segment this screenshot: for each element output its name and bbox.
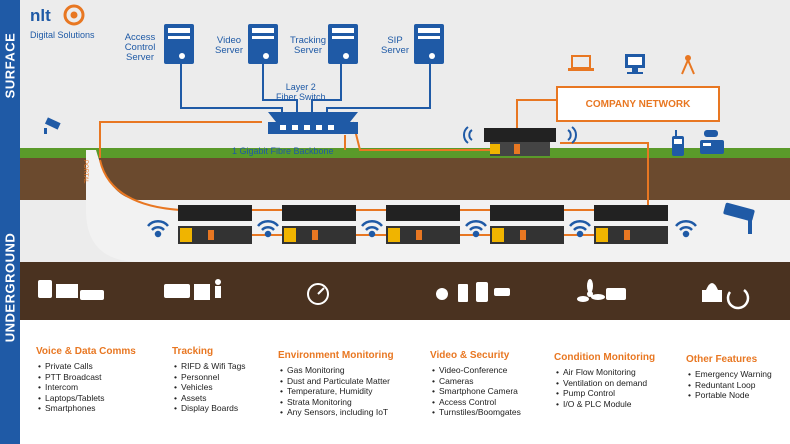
feature-item: Air Flow Monitoring — [556, 367, 655, 378]
feature-item: Dust and Particulate Matter — [280, 376, 394, 387]
video-security-icon — [436, 282, 510, 302]
feature-item: Strata Monitoring — [280, 397, 394, 408]
underground-node-3 — [386, 205, 460, 244]
access-control-server-icon — [164, 24, 194, 64]
brand-logo: nlt Digital Solutions — [30, 4, 95, 40]
feature-item: Access Control — [432, 397, 521, 408]
surface-node — [484, 128, 556, 156]
feature-item: Cameras — [432, 376, 521, 387]
feature-item: Private Calls — [38, 361, 136, 372]
fan-icon — [577, 279, 626, 302]
feature-video-security: Video & Security Video-Conference Camera… — [430, 350, 521, 418]
beacon-icon — [702, 283, 750, 310]
feature-list: Video-Conference Cameras Smartphone Came… — [430, 365, 521, 418]
feature-item: Turnstiles/Boomgates — [432, 407, 521, 418]
feature-item: Temperature, Humidity — [280, 386, 394, 397]
feature-voice-data-comms: Voice & Data Comms Private Calls PTT Bro… — [36, 346, 136, 414]
feature-item: Laptops/Tablets — [38, 393, 136, 404]
feature-list: Air Flow Monitoring Ventilation on deman… — [554, 367, 655, 409]
backbone-label: 1 Gigabit Fibre Backbone — [232, 146, 334, 156]
feature-title: Condition Monitoring — [554, 352, 656, 363]
feature-item: Gas Monitoring — [280, 365, 394, 376]
security-camera-icon — [44, 117, 61, 134]
feature-title: Other Features — [686, 354, 758, 365]
feature-item: Video-Conference — [432, 365, 521, 376]
feature-title: Environment Monitoring — [278, 350, 394, 361]
feature-item: RIFD & Wifi Tags — [174, 361, 245, 372]
fiber-switch-icon — [268, 112, 358, 134]
feature-title: Voice & Data Comms — [36, 346, 136, 357]
feature-item: I/O & PLC Module — [556, 399, 655, 410]
feature-item: Intercom — [38, 382, 136, 393]
tunnel-camera-icon — [723, 202, 755, 234]
wifi-icon — [361, 220, 383, 238]
feature-item: Assets — [174, 393, 246, 404]
surface-wifi-right-icon — [567, 126, 577, 144]
feature-environment-monitoring: Environment Monitoring Gas Monitoring Du… — [278, 350, 394, 418]
feature-item: Smartphone Camera — [432, 386, 521, 397]
underground-node-2 — [282, 205, 356, 244]
feature-tracking: Tracking RIFD & Wifi Tags Personnel Vehi… — [172, 346, 246, 414]
feature-item: Portable Node — [688, 390, 772, 401]
feature-other-features: Other Features Emergency Warning Redunta… — [686, 354, 772, 401]
gauge-icon — [307, 283, 329, 305]
underground-node-1 — [178, 205, 252, 244]
underground-section-bar: UNDERGROUND — [0, 130, 20, 444]
brand-name: nlt — [30, 6, 51, 25]
feature-title: Tracking — [172, 346, 214, 357]
feature-list: Emergency Warning Reduntant Loop Portabl… — [686, 369, 772, 401]
wifi-icon — [465, 220, 487, 238]
surface-wifi-left-icon — [463, 126, 473, 144]
surface-section-bar: SURFACE — [0, 0, 20, 130]
lower-soil-layer — [20, 262, 790, 320]
wifi-icon — [675, 220, 697, 238]
wifi-icon — [569, 220, 591, 238]
brand-tagline: Digital Solutions — [30, 30, 95, 40]
feature-item: Pump Control — [556, 388, 655, 399]
handheld-radio-icon — [672, 130, 684, 156]
feature-item: Ventilation on demand — [556, 378, 655, 389]
feature-list: Private Calls PTT Broadcast Intercom Lap… — [36, 361, 136, 414]
feature-item: Smartphones — [38, 403, 136, 414]
wifi-icon — [147, 220, 169, 238]
upper-soil-layer — [20, 158, 790, 200]
feature-title: Video & Security — [430, 350, 510, 361]
feature-item: Emergency Warning — [688, 369, 772, 380]
feature-list: RIFD & Wifi Tags Personnel Vehicles Asse… — [172, 361, 246, 414]
laptop-icon — [568, 55, 594, 71]
signal-logo-icon — [63, 4, 85, 26]
feature-item: Reduntant Loop — [688, 380, 772, 391]
feature-item: Any Sensors, including IoT — [280, 407, 394, 418]
tracking-devices-icon — [164, 279, 221, 300]
radio-tower-icon — [681, 55, 695, 75]
company-network-box: COMPANY NETWORK — [556, 86, 720, 122]
features-panel-bg — [20, 320, 790, 444]
feature-list: Gas Monitoring Dust and Particulate Matt… — [278, 365, 394, 418]
feature-item: Personnel — [174, 372, 246, 383]
video-server-icon — [248, 24, 278, 64]
sip-server-icon — [414, 24, 444, 64]
desktop-computer-icon — [625, 54, 645, 74]
feature-condition-monitoring: Condition Monitoring Air Flow Monitoring… — [554, 352, 655, 409]
feature-item: Display Boards — [174, 403, 246, 414]
tracking-server-icon — [328, 24, 358, 64]
feature-item: Vehicles — [174, 382, 246, 393]
portal-label: PORTAL — [82, 160, 88, 184]
feature-item: PTT Broadcast — [38, 372, 136, 383]
voice-devices-icon — [38, 280, 104, 300]
underground-node-4 — [490, 205, 564, 244]
desk-phone-icon — [700, 130, 724, 154]
underground-node-5 — [594, 205, 668, 244]
wifi-icon — [257, 220, 279, 238]
